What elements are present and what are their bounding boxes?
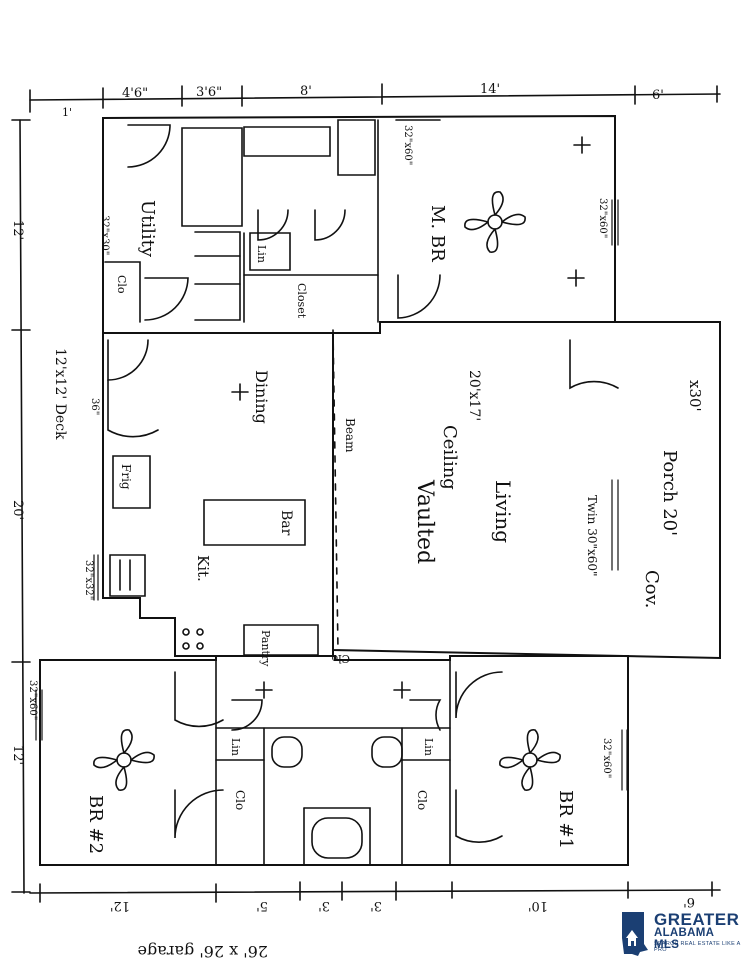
dim-top-5: 6' xyxy=(652,88,664,103)
br2-window-label: 32"x60" xyxy=(27,680,38,720)
bottom-dimension-line xyxy=(29,881,721,903)
porch-label-1: Cov. xyxy=(641,570,662,608)
dim-bottom-2: 3' xyxy=(318,898,330,913)
dim-top-2: 3'6" xyxy=(196,85,222,100)
linen-1-label: Lin xyxy=(255,245,268,263)
dim-left-0: 12' xyxy=(10,220,25,240)
lin-3-label: Lin xyxy=(422,738,435,756)
ceiling-fan-br2 xyxy=(93,729,155,791)
living-label-4: 20'x17' xyxy=(466,370,482,421)
twin-window-label: Twin 30"x60" xyxy=(585,495,599,577)
logo-line-2: ALABAMA MLS xyxy=(654,927,714,951)
light-fixtures xyxy=(231,136,591,699)
left-dimension-line xyxy=(11,119,31,894)
dim-top-1: 4'6" xyxy=(122,86,148,101)
master-window-2-label: 32"x60" xyxy=(402,125,413,165)
living-label-1: Vaulted xyxy=(412,479,437,564)
br1-label: BR #1 xyxy=(555,790,576,849)
dim-bottom-1: 5' xyxy=(256,898,268,913)
master-label: M. BR xyxy=(427,205,448,262)
kitchen-label: Kit. xyxy=(194,555,212,582)
master-window-label: 32"x60" xyxy=(597,198,608,238)
porch-label-2: Porch 20' xyxy=(659,450,680,536)
dim-left-1: 20' xyxy=(10,500,25,520)
logo-tagline: SEARCH REAL ESTATE LIKE A PRO xyxy=(654,941,741,953)
pantry-label: Pantry xyxy=(259,630,272,667)
lin-2-label: Lin xyxy=(229,738,242,756)
dim-bottom-4: 10' xyxy=(528,898,548,913)
dim-bottom-5: 6' xyxy=(683,894,695,909)
dim-bottom-3: 3' xyxy=(370,898,382,913)
dim-top-3: 8' xyxy=(300,84,312,99)
deck-label: 12'x12' Deck xyxy=(52,348,68,440)
porch-label-3: x30' xyxy=(686,380,704,412)
garage-label: 26' x 26' garage xyxy=(138,942,268,960)
bar-label: Bar xyxy=(278,510,294,536)
ceiling-fan-br1 xyxy=(499,729,561,791)
windows xyxy=(35,199,628,791)
bedroom-interior-walls xyxy=(215,659,451,866)
upper-interior-walls xyxy=(104,119,441,323)
fridge-label: Frig xyxy=(119,464,133,490)
clo-hall-label: Clo xyxy=(331,652,350,665)
ceiling-fan-master xyxy=(464,191,526,253)
door-swings xyxy=(107,124,619,843)
clo-br1-label: Clo xyxy=(415,790,429,810)
br2-label: BR #2 xyxy=(85,795,106,854)
dim-left-2: 12' xyxy=(10,745,25,765)
beam-label: Beam xyxy=(343,418,357,453)
dim-bottom-0: 12' xyxy=(110,898,130,913)
closet-2-label: Closet xyxy=(295,283,308,319)
middle-interior xyxy=(109,329,339,656)
utility-door-label: 32"x30" xyxy=(99,215,110,255)
living-label-3: Living xyxy=(491,480,515,543)
top-dimension-line xyxy=(29,83,721,113)
dining-label: Dining xyxy=(252,370,271,424)
clo-br2-label: Clo xyxy=(233,790,247,810)
deck-window-label: 36" xyxy=(89,398,100,415)
mls-logo: GREATER ALABAMA MLS SEARCH REAL ESTATE L… xyxy=(618,908,741,960)
utility-label: Utility xyxy=(137,200,158,258)
dim-top-4: 14' xyxy=(480,82,500,97)
living-label-2: Ceiling xyxy=(439,425,460,490)
dim-top-0: 1' xyxy=(62,106,72,119)
logo-line-1: GREATER xyxy=(654,910,740,929)
kitchen-window-label: 32"x32" xyxy=(83,560,94,600)
alabama-map-icon xyxy=(622,912,648,956)
br1-window-label: 32"x60" xyxy=(601,738,612,778)
closet-1-label: Clo xyxy=(115,275,128,294)
